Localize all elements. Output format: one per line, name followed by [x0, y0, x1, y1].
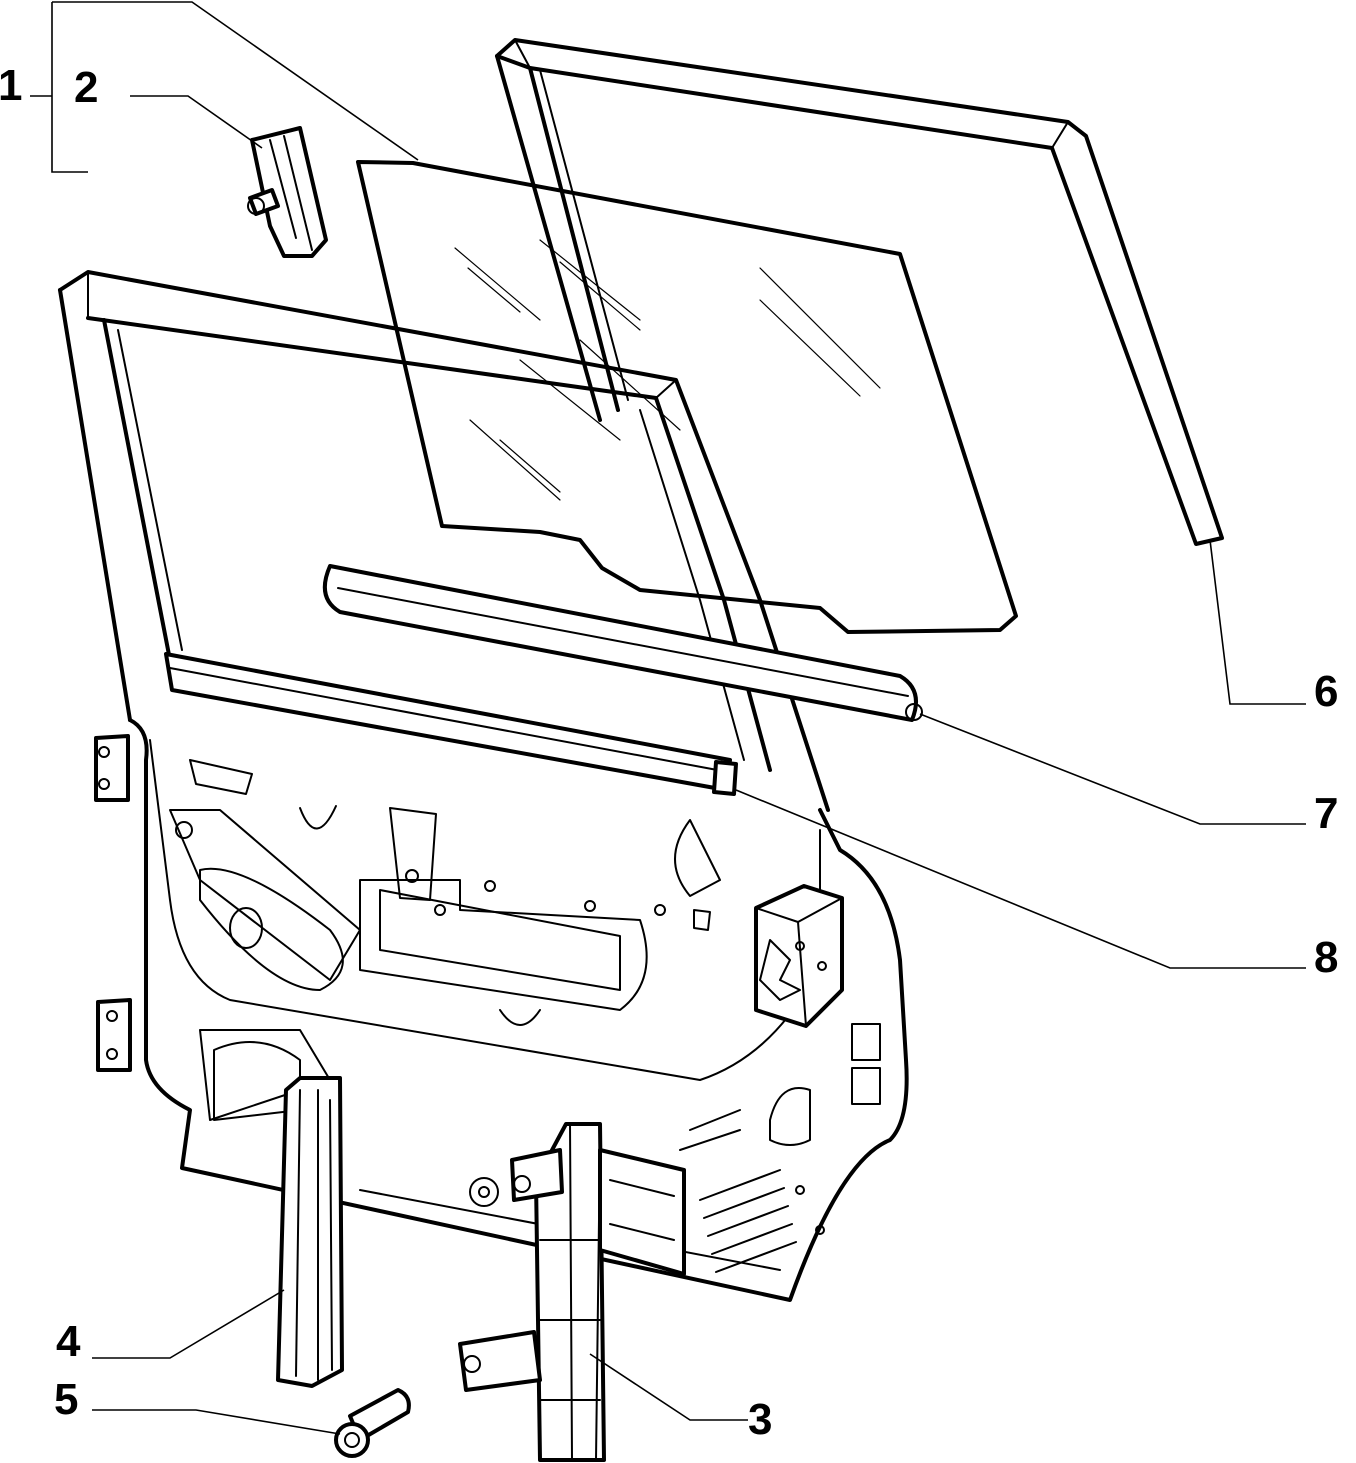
leader-lines — [30, 1, 1306, 1435]
window-frame-seal — [495, 38, 1224, 546]
door-lock — [754, 884, 881, 1105]
bolt — [334, 1388, 411, 1458]
callout-2: 2 — [74, 63, 98, 112]
door-hinges — [94, 734, 132, 1072]
window-glass — [356, 160, 1018, 634]
inner-belt-strip — [322, 564, 923, 722]
callout-labels: 1 2 3 4 5 6 7 8 — [0, 61, 1338, 1444]
callout-6: 6 — [1314, 667, 1338, 716]
callout-3: 3 — [748, 1395, 772, 1444]
callout-5: 5 — [54, 1375, 78, 1424]
door-inner-panel — [128, 718, 909, 1302]
callout-1: 1 — [0, 61, 22, 110]
outer-belt-weatherstrip — [164, 652, 738, 796]
window-regulator — [458, 1122, 686, 1462]
rear-guide-channel — [276, 1076, 344, 1388]
callout-8: 8 — [1314, 933, 1338, 982]
callout-7: 7 — [1314, 789, 1338, 838]
callout-4: 4 — [56, 1317, 81, 1366]
glass-guide-block — [247, 126, 328, 258]
